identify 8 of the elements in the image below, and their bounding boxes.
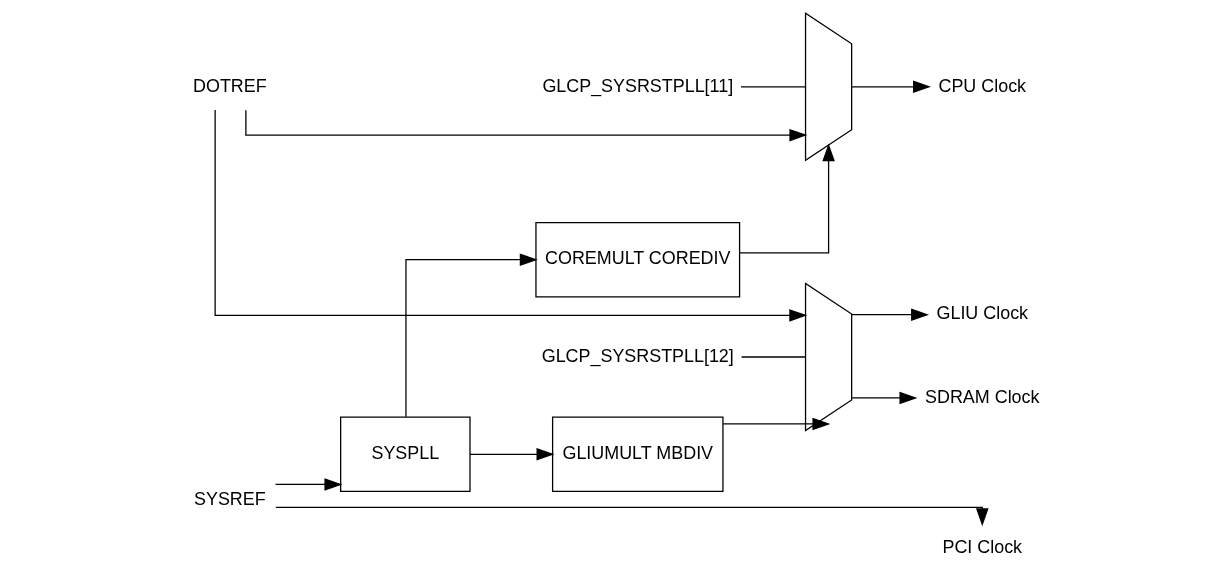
node-text: DOTREF [192,75,267,96]
node-text: SYSREF [193,489,266,510]
node-text: GLCP_SYSRSTPLL[11] [541,75,733,96]
node-text: PCI Clock [941,536,1022,557]
node-text: CPU Clock [938,75,1026,96]
node-text: SDRAM Clock [924,386,1039,407]
node-text: GLIU Clock [936,303,1028,324]
node-text: GLCP_SYSRSTPLL[12] [541,345,734,366]
